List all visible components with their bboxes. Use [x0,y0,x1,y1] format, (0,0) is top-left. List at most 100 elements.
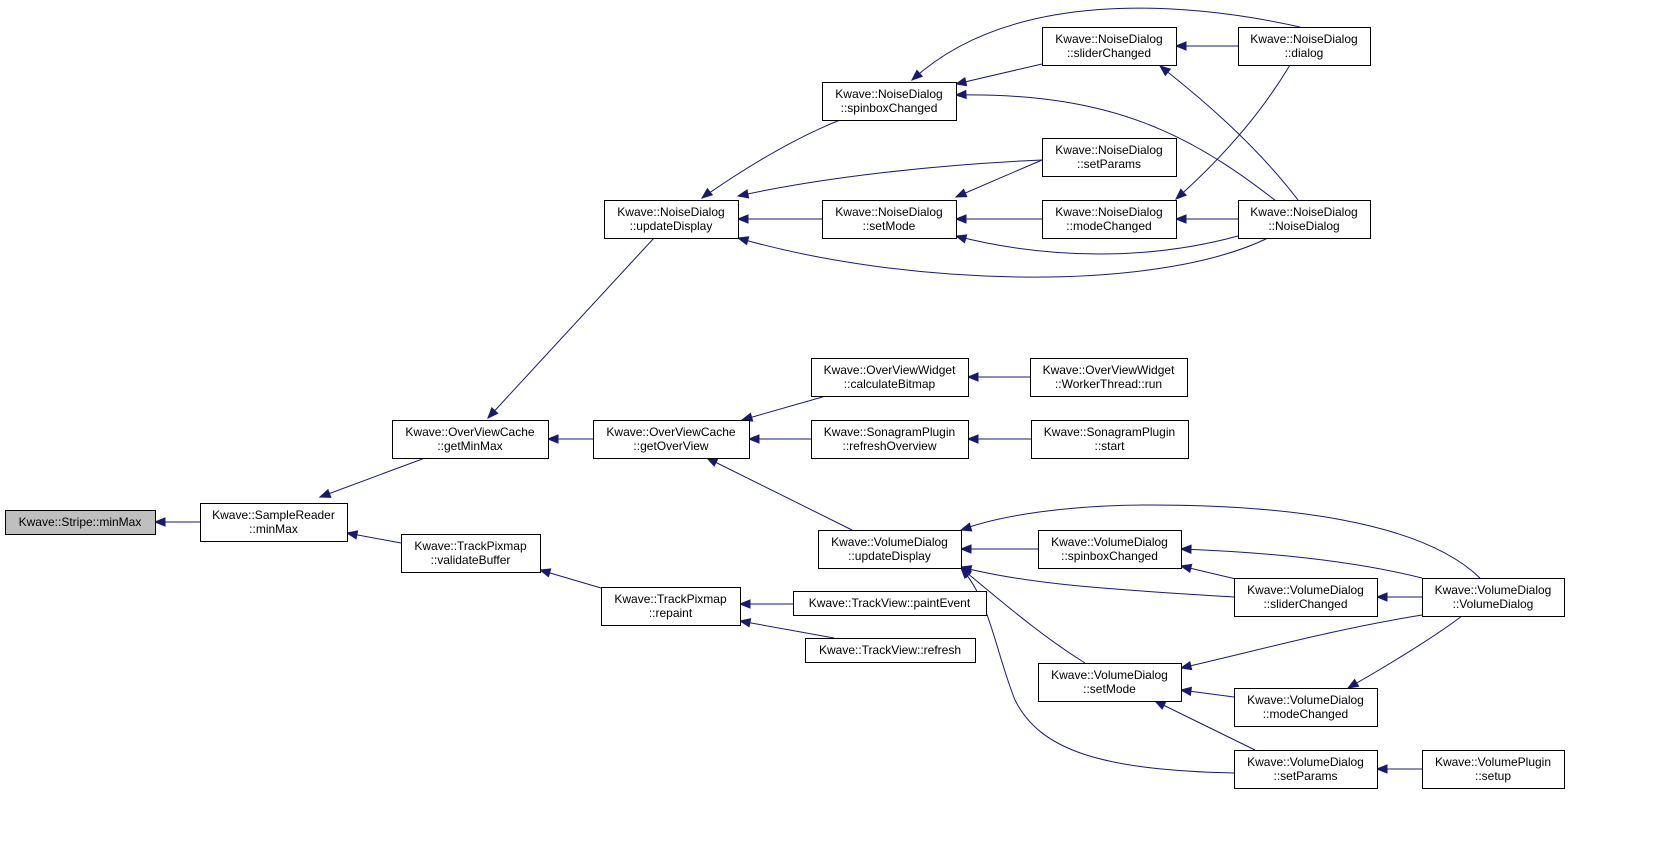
node-ovw_calculatebitmap[interactable]: Kwave::OverViewWidget::calculateBitmap [811,358,969,397]
node-vd_sliderchanged[interactable]: Kwave::VolumeDialog::sliderChanged [1234,578,1378,617]
node-nd_sliderchanged[interactable]: Kwave::NoiseDialog::sliderChanged [1042,27,1177,66]
edge-nd_updatedisplay-to-ovc_getminmax [487,237,655,419]
call-graph-edges [153,7,1481,774]
node-stripe_minmax[interactable]: Kwave::Stripe::minMax [5,510,156,535]
node-vd_ctor[interactable]: Kwave::VolumeDialog::VolumeDialog [1422,578,1565,617]
edge-line [955,159,1043,198]
node-trackpixmap_validatebuffer[interactable]: Kwave::TrackPixmap::validateBuffer [401,534,541,573]
edge-line [701,119,841,199]
edge-line [960,567,1086,664]
node-nd_setparams[interactable]: Kwave::NoiseDialog::setParams [1042,138,1177,177]
edge-vd_ctor-to-vd_spinboxchanged [1179,544,1423,579]
node-nd_modechanged[interactable]: Kwave::NoiseDialog::modeChanged [1042,200,1177,239]
node-vd_setparams[interactable]: Kwave::VolumeDialog::setParams [1234,750,1378,789]
node-label: ::setup [1475,769,1511,783]
edge-nd_setparams-to-nd_updatedisplay [736,159,1043,199]
node-box [392,420,549,459]
edge-vd_ctor-to-vd_setmode [1179,614,1423,671]
node-box [1030,358,1188,397]
edge-sp_start-to-sp_refreshoverview [966,434,1031,444]
arrowhead-icon [738,618,752,628]
edge-line [706,457,853,531]
arrowhead-icon [954,76,968,87]
arrowhead-icon [959,544,972,554]
node-box [811,420,969,459]
edge-vd_sliderchanged-to-vd_spinboxchanged [1179,563,1241,581]
arrowhead-icon [1174,214,1187,224]
node-box [200,503,348,542]
arrowhead-icon [736,214,749,224]
call-graph-nodes: Kwave::Stripe::minMax Kwave::SampleReader… [5,27,1565,789]
edge-trackpixmap_validatebuffer-to-samplereader_minmax [345,530,402,544]
node-nd_dialog[interactable]: Kwave::NoiseDialog::dialog [1238,27,1371,66]
node-box [1038,530,1182,569]
edge-ovw_workerthread_run-to-ovw_calculatebitmap [966,372,1030,382]
node-tv_paintevent[interactable]: Kwave::TrackView::paintEvent [793,591,987,616]
edge-line [741,395,827,421]
node-label: ::VolumeDialog [1453,597,1534,611]
node-vd_setmode[interactable]: Kwave::VolumeDialog::setMode [1038,663,1182,702]
node-samplereader_minmax[interactable]: Kwave::SampleReader::minMax [200,503,348,542]
node-label: ::spinboxChanged [841,101,938,115]
node-label: ::modeChanged [1066,219,1151,233]
node-vd_modechanged[interactable]: Kwave::VolumeDialog::modeChanged [1234,688,1378,727]
edge-line [319,457,426,498]
arrowhead-icon [1174,41,1187,51]
arrowhead-icon [153,517,166,527]
node-sp_start[interactable]: Kwave::SonagramPlugin::start [1031,420,1189,459]
arrowhead-icon [1375,764,1388,774]
node-vp_setup[interactable]: Kwave::VolumePlugin::setup [1422,750,1565,789]
node-box [5,510,156,535]
node-vd_spinboxchanged[interactable]: Kwave::VolumeDialog::spinboxChanged [1038,530,1182,569]
node-box [818,530,962,569]
node-tv_refresh[interactable]: Kwave::TrackView::refresh [805,638,976,663]
edge-line [487,237,655,419]
node-label: Kwave::VolumeDialog [1247,755,1364,769]
node-label: Kwave::SampleReader [212,508,335,522]
arrowhead-icon [736,189,750,199]
edge-vd_setparams-to-vd_setmode [1153,700,1256,751]
node-label: Kwave::NoiseDialog [1055,205,1162,219]
node-box [1422,578,1565,617]
node-box [1031,420,1189,459]
edge-line [1159,65,1299,201]
edge-sp_refreshoverview-to-ovc_getoverview [747,434,811,444]
node-label: ::NoiseDialog [1268,219,1339,233]
edge-nd_dialog-to-nd_sliderchanged [1174,41,1238,51]
edge-line [960,504,1481,579]
edge-line [1180,548,1423,579]
arrowhead-icon [954,89,967,100]
edge-nd_setmode-to-nd_updatedisplay [736,214,822,224]
edge-nd_ctor-to-nd_spinboxchanged [954,89,1291,213]
edge-nd_ctor-to-nd_updatedisplay [736,236,1269,278]
edge-vp_setup-to-vd_setparams [1375,764,1422,774]
node-trackpixmap_repaint[interactable]: Kwave::TrackPixmap::repaint [601,587,741,626]
edge-line [539,569,602,589]
edge-ovc_getoverview-to-ovc_getminmax [546,434,593,444]
arrowhead-icon [954,234,968,244]
node-vd_updatedisplay[interactable]: Kwave::VolumeDialog::updateDisplay [818,530,962,569]
arrowhead-icon [345,530,359,540]
node-ovw_workerthread_run[interactable]: Kwave::OverViewWidget::WorkerThread::run [1030,358,1188,397]
node-label: ::repaint [649,606,693,620]
node-ovc_getoverview[interactable]: Kwave::OverViewCache::getOverView [593,420,750,459]
edge-vd_ctor-to-vd_updatedisplay [959,504,1481,579]
node-sp_refreshoverview[interactable]: Kwave::SonagramPlugin::refreshOverview [811,420,969,459]
node-nd_ctor[interactable]: Kwave::NoiseDialog::NoiseDialog [1238,200,1371,239]
edge-nd_ctor-to-nd_setmode [954,234,1239,255]
arrowhead-icon [700,187,714,199]
node-ovc_getminmax[interactable]: Kwave::OverViewCache::getMinMax [392,420,549,459]
edge-line [1347,615,1463,689]
node-nd_spinboxchanged[interactable]: Kwave::NoiseDialog::spinboxChanged [822,82,957,121]
node-label: Kwave::Stripe::minMax [19,515,142,529]
node-box [811,358,969,397]
node-label: ::sliderChanged [1263,597,1347,611]
edge-line [955,63,1043,85]
node-label: ::validateBuffer [431,553,511,567]
edge-line [1154,700,1256,751]
node-nd_setmode[interactable]: Kwave::NoiseDialog::setMode [822,200,957,239]
edge-vd_ctor-to-vd_sliderchanged [1375,592,1422,602]
node-nd_updatedisplay[interactable]: Kwave::NoiseDialog::updateDisplay [604,200,739,239]
edge-vd_ctor-to-vd_modechanged [1346,615,1463,689]
